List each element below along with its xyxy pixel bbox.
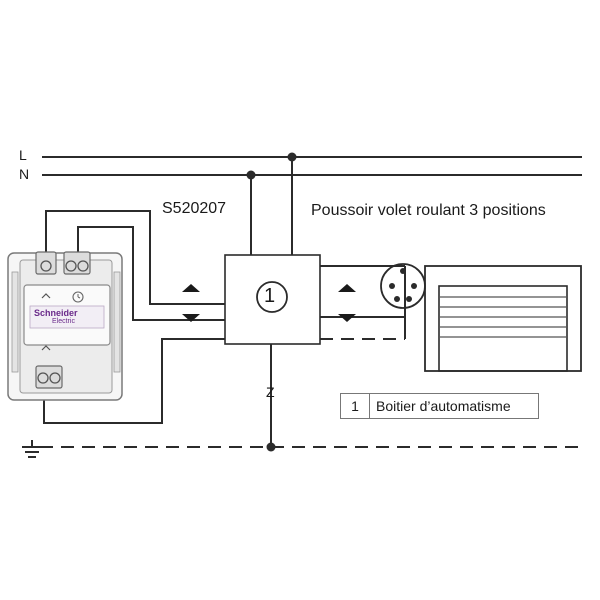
s520207-device: [7, 251, 123, 401]
earth-icon: [22, 440, 42, 458]
device-wire-outer: [45, 210, 225, 305]
input-down-arrow-icon: [182, 314, 200, 322]
device-wire-inner: [77, 226, 225, 321]
input-up-arrow-icon: [182, 284, 200, 292]
legend-table: 1 Boitier d’automatisme: [340, 393, 539, 419]
neutral-label: N: [19, 166, 30, 182]
legend-number: 1: [341, 394, 370, 418]
pusher-title-label: Poussoir volet roulant 3 positions: [311, 202, 546, 219]
junction-neutral: [246, 170, 256, 180]
junction-live: [287, 152, 297, 162]
shutter-box: [424, 265, 582, 372]
device-earth-wire: [43, 338, 225, 424]
device-brand-label: Schneider: [34, 308, 78, 318]
module-number-circle: [256, 281, 288, 313]
direction-arrows: [182, 284, 356, 322]
junction-earth: [266, 442, 276, 452]
automation-module-box: [224, 254, 321, 345]
module-number-label: 1: [264, 285, 276, 307]
live-label: L: [19, 147, 27, 163]
z-label: Z: [266, 384, 275, 400]
product-code-label: S520207: [162, 200, 227, 217]
device-brand-sub-label: Electric: [52, 318, 75, 325]
legend-text: Boitier d’automatisme: [376, 398, 511, 414]
output-up-arrow-icon: [338, 284, 356, 292]
output-down-arrow-icon: [338, 314, 356, 322]
